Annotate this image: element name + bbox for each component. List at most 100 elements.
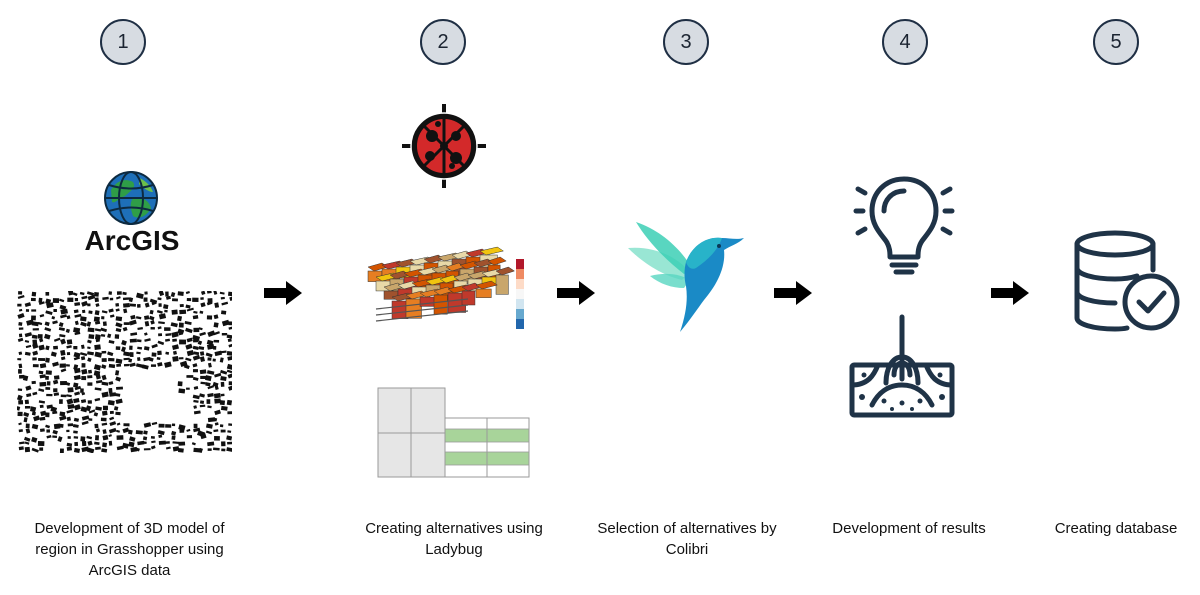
annotation-line: [375, 310, 469, 322]
building-footprint: [158, 303, 162, 307]
building-footprint: [108, 340, 115, 344]
building-footprint: [227, 355, 232, 361]
building-footprint: [95, 446, 101, 450]
building-footprint: [214, 350, 223, 357]
building-footprint: [59, 411, 66, 417]
building-footprint: [221, 448, 226, 452]
step-2-caption: Creating alternatives using Ladybug: [365, 520, 543, 558]
building-footprint: [81, 363, 86, 368]
lightbulb-icon: [852, 173, 956, 277]
building-footprint: [46, 302, 54, 309]
building-footprint: [101, 448, 108, 453]
building-footprint: [31, 411, 36, 416]
building-footprint: [53, 309, 57, 313]
building-footprint: [200, 291, 206, 296]
building-footprint: [226, 334, 232, 339]
building-footprint: [66, 339, 73, 345]
building-footprint: [82, 309, 86, 314]
building-footprint: [207, 385, 215, 390]
building-footprint: [157, 340, 165, 346]
building-footprint: [45, 424, 51, 429]
building-footprint: [65, 382, 71, 386]
building-footprint: [136, 304, 141, 308]
building-footprint: [73, 374, 81, 381]
building-footprint: [39, 428, 45, 432]
building-footprint: [179, 303, 184, 308]
building-footprint: [39, 381, 47, 387]
building-footprint: [109, 392, 117, 397]
building-footprint: [58, 327, 65, 332]
building-footprint: [158, 423, 165, 428]
building-footprint: [221, 319, 230, 327]
building-footprint: [221, 332, 228, 336]
building-footprint: [220, 393, 225, 397]
building-footprint: [144, 291, 148, 295]
building-footprint: [18, 321, 23, 326]
building-footprint: [73, 447, 81, 453]
building-footprint: [178, 388, 186, 394]
building-footprint: [116, 445, 124, 451]
building-footprint: [143, 297, 148, 302]
building-footprint: [109, 297, 114, 301]
building-footprint: [67, 297, 74, 302]
building-footprint: [95, 338, 101, 343]
building-footprint: [59, 334, 66, 338]
building-footprint: [60, 308, 68, 315]
building-footprint: [228, 343, 232, 348]
right-arrow-icon: [557, 281, 595, 305]
building-footprint: [219, 424, 224, 428]
building-footprint: [115, 327, 122, 333]
building-footprint: [128, 358, 133, 363]
building-footprint: [38, 388, 45, 393]
city-map-image: [17, 291, 232, 453]
building-footprint: [102, 442, 108, 448]
building-footprint: [149, 357, 154, 362]
building-footprint: [165, 424, 172, 428]
right-arrow-icon: [991, 281, 1029, 305]
building-footprint: [122, 297, 130, 301]
building-footprint: [81, 376, 87, 381]
building-footprint: [102, 321, 107, 326]
building-footprint: [87, 339, 92, 344]
building-footprint: [165, 446, 171, 450]
building-footprint: [192, 345, 199, 351]
building-footprint: [186, 307, 194, 312]
building-footprint: [101, 391, 109, 398]
step-5-caption: Creating database: [1054, 520, 1178, 537]
building-footprint: [94, 351, 103, 358]
building-footprint: [66, 398, 74, 405]
building-footprint: [32, 343, 39, 349]
building-footprint: [102, 405, 108, 411]
ladybug-icon: [398, 100, 490, 192]
step-5-number-text: 5: [1110, 30, 1122, 53]
building-footprint: [226, 369, 232, 374]
building-footprint: [205, 430, 213, 435]
building-footprint: [206, 370, 215, 375]
building-footprint: [198, 447, 203, 453]
building-footprint: [67, 404, 75, 410]
building-footprint: [163, 304, 169, 310]
building-footprint: [185, 327, 193, 334]
annotation-line: [375, 304, 469, 316]
building-footprint: [115, 376, 122, 382]
building-footprint: [58, 322, 64, 328]
building-footprint: [220, 350, 227, 354]
building-footprint: [220, 381, 225, 387]
building-footprint: [50, 351, 57, 357]
building-footprint: [115, 411, 121, 416]
building-footprint: [143, 422, 152, 428]
building-footprint: [220, 296, 225, 300]
building-footprint: [178, 357, 184, 360]
building-footprint: [185, 357, 192, 362]
building-footprint: [45, 291, 50, 296]
building-footprint: [130, 314, 136, 320]
building-footprint: [137, 346, 143, 350]
building-footprint: [80, 344, 85, 349]
building-footprint: [199, 393, 205, 398]
building-footprint: [157, 430, 165, 436]
building-footprint: [23, 411, 30, 418]
building-footprint: [207, 441, 215, 447]
building-footprint: [88, 369, 93, 374]
building-footprint: [87, 346, 91, 350]
building-footprint: [18, 308, 23, 312]
